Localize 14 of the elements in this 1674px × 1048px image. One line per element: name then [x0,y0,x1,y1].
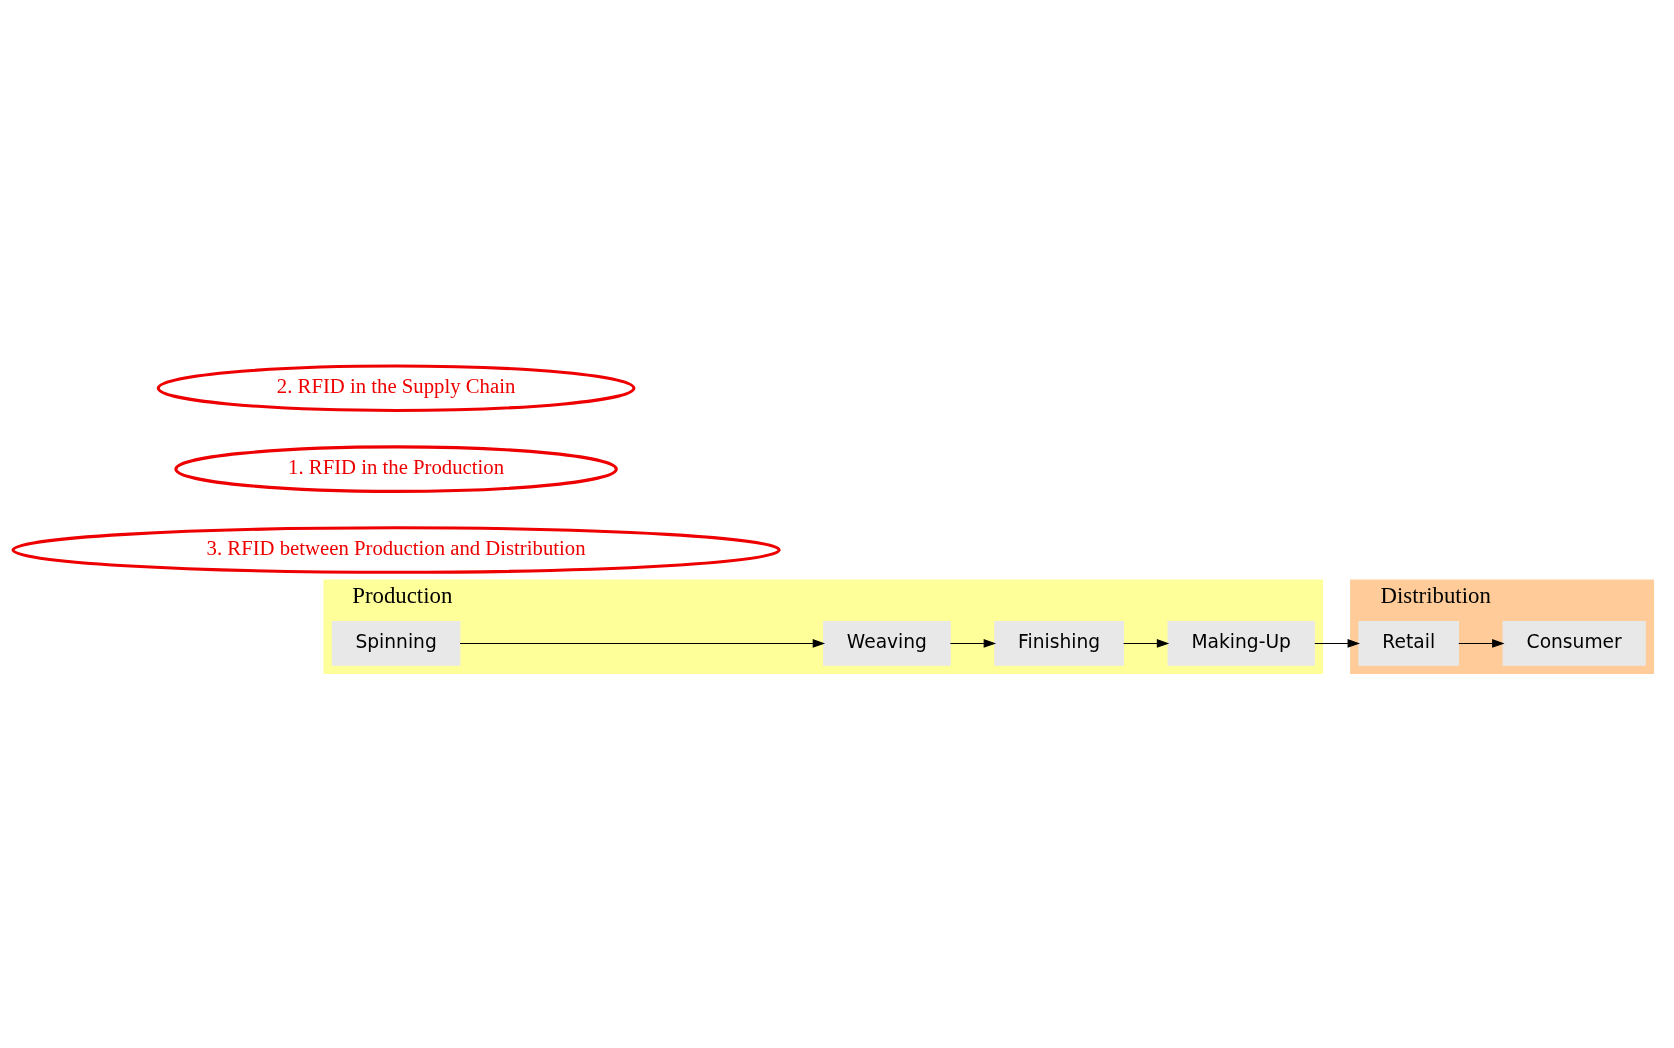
node-ellipse: 1. RFID in the Production [173,445,618,493]
node-box: Spinning [331,621,460,666]
node-ellipse: 2. RFID in the Supply Chain [156,364,635,412]
arrow [459,639,825,648]
node-box: Weaving [822,621,951,666]
arrow [1313,639,1360,648]
node-box: Making-Up [1167,621,1315,666]
node-box: Retail [1357,621,1459,666]
node-box: Consumer [1502,621,1646,666]
node-ellipse: 3. RFID between Production and Distribution [11,526,781,574]
arrow [1122,639,1169,648]
arrow [949,639,996,648]
node-box: Finishing [993,621,1124,666]
arrow [1457,639,1505,648]
